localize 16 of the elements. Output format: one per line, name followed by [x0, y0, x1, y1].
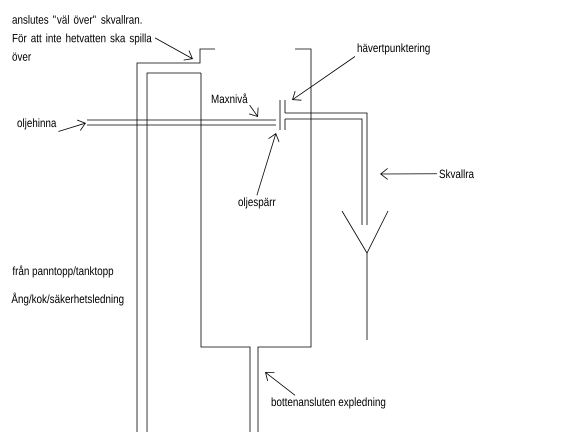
leader-arrow: [248, 104, 258, 117]
leader-arrow: [380, 168, 438, 180]
callout-label: oljespärr: [238, 197, 276, 208]
leader-arrow: [154, 38, 193, 60]
label: från panntopp/tanktopp: [12, 265, 114, 278]
leader-arrow: [292, 56, 356, 101]
callout-label: oljehinna: [17, 118, 56, 130]
leader-arrow: [58, 120, 86, 132]
callout-label: bottenansluten expledning: [272, 397, 386, 408]
callout-label: Maxnivå: [212, 93, 248, 104]
callout-label: hävertpunktering: [358, 43, 430, 54]
label: Ång/kok/säkerhetsledning: [11, 292, 124, 306]
leader-arrow: [265, 372, 296, 396]
callout-label: Skvallra: [439, 169, 474, 178]
callout-label: anslutes "väl över" skvallran. För att inte hetvatten ska spilla över: [12, 15, 152, 61]
leader-arrow: [256, 133, 280, 196]
